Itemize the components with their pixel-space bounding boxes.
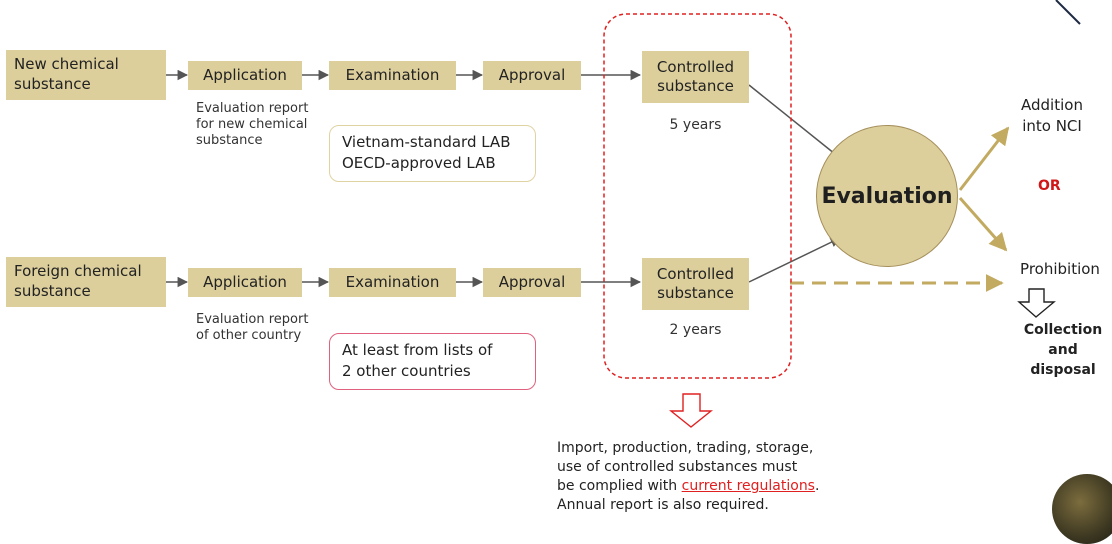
controlled-substance-box-2: Controlled substance bbox=[642, 258, 749, 310]
foreign-duration: 2 years bbox=[669, 322, 722, 338]
approval-box-2: Approval bbox=[483, 268, 581, 297]
foreign-report-note: Evaluation report of other country bbox=[196, 312, 309, 343]
application-box-1: Application bbox=[188, 61, 302, 90]
approval-label-1: Approval bbox=[498, 66, 566, 84]
approval-label-2: Approval bbox=[498, 273, 566, 291]
lab-line-1: Vietnam-standard LAB bbox=[342, 133, 511, 151]
or-label: OR bbox=[1038, 178, 1061, 194]
note-line-3-prefix: be complied with bbox=[557, 478, 682, 494]
approval-box-1: Approval bbox=[483, 61, 581, 90]
red-down-arrow-icon bbox=[669, 393, 713, 428]
note-line-4: Annual report is also required. bbox=[557, 497, 769, 513]
lists-line-1: At least from lists of bbox=[342, 341, 493, 359]
foreign-chemical-label: Foreign chemical substance bbox=[14, 262, 142, 300]
application-label-1: Application bbox=[203, 66, 287, 84]
new-duration: 5 years bbox=[669, 117, 722, 133]
foreign-chemical-box: Foreign chemical substance bbox=[6, 257, 166, 307]
controlled-substance-label-2: Controlled substance bbox=[656, 265, 735, 302]
examination-label-2: Examination bbox=[345, 273, 440, 291]
controlled-group-frame bbox=[603, 13, 792, 379]
black-down-arrow-icon bbox=[1017, 288, 1056, 318]
arrow-evaluation-to-prohibition bbox=[958, 197, 1008, 252]
examination-label-1: Examination bbox=[345, 66, 440, 84]
collection-and-disposal: Collection and disposal bbox=[1014, 320, 1112, 380]
new-report-note: Evaluation report for new chemical subst… bbox=[196, 101, 309, 148]
note-line-1: Import, production, trading, storage, bbox=[557, 440, 814, 456]
prohibition-label: Prohibition bbox=[1020, 260, 1100, 278]
examination-box-2: Examination bbox=[329, 268, 456, 297]
lab-line-2: OECD-approved LAB bbox=[342, 154, 496, 172]
corner-decoration-line bbox=[1055, 0, 1081, 25]
addition-into-nci: Addition into NCI bbox=[1010, 95, 1094, 137]
collection-label: Collection and disposal bbox=[1023, 322, 1103, 378]
arrow-controlled-to-evaluation-2 bbox=[748, 237, 841, 283]
new-chemical-box: New chemical substance bbox=[6, 50, 166, 100]
examination-box-1: Examination bbox=[329, 61, 456, 90]
controlled-substance-box-1: Controlled substance bbox=[642, 51, 749, 103]
lab-requirements-box: Vietnam-standard LAB OECD-approved LAB bbox=[329, 125, 536, 182]
globe-logo-icon bbox=[1052, 474, 1112, 544]
lists-line-2: 2 other countries bbox=[342, 362, 471, 380]
connector-lines bbox=[166, 0, 1081, 428]
regulation-note: Import, production, trading, storage, us… bbox=[557, 439, 819, 515]
note-line-3: be complied with current regulations. bbox=[557, 477, 819, 496]
new-chemical-label: New chemical substance bbox=[14, 55, 119, 93]
evaluation-label: Evaluation bbox=[821, 183, 953, 209]
application-box-2: Application bbox=[188, 268, 302, 297]
application-label-2: Application bbox=[203, 273, 287, 291]
arrow-controlled-to-evaluation-1 bbox=[748, 84, 841, 159]
note-line-3-suffix: . bbox=[814, 478, 820, 494]
country-lists-box: At least from lists of 2 other countries bbox=[329, 333, 536, 390]
current-regulations-link[interactable]: current regulations bbox=[681, 478, 815, 494]
evaluation-circle: Evaluation bbox=[816, 125, 958, 267]
arrow-evaluation-to-addition bbox=[958, 126, 1010, 191]
note-line-2: use of controlled substances must bbox=[557, 459, 798, 475]
controlled-substance-label-1: Controlled substance bbox=[656, 58, 735, 95]
addition-label: Addition into NCI bbox=[1021, 96, 1083, 135]
